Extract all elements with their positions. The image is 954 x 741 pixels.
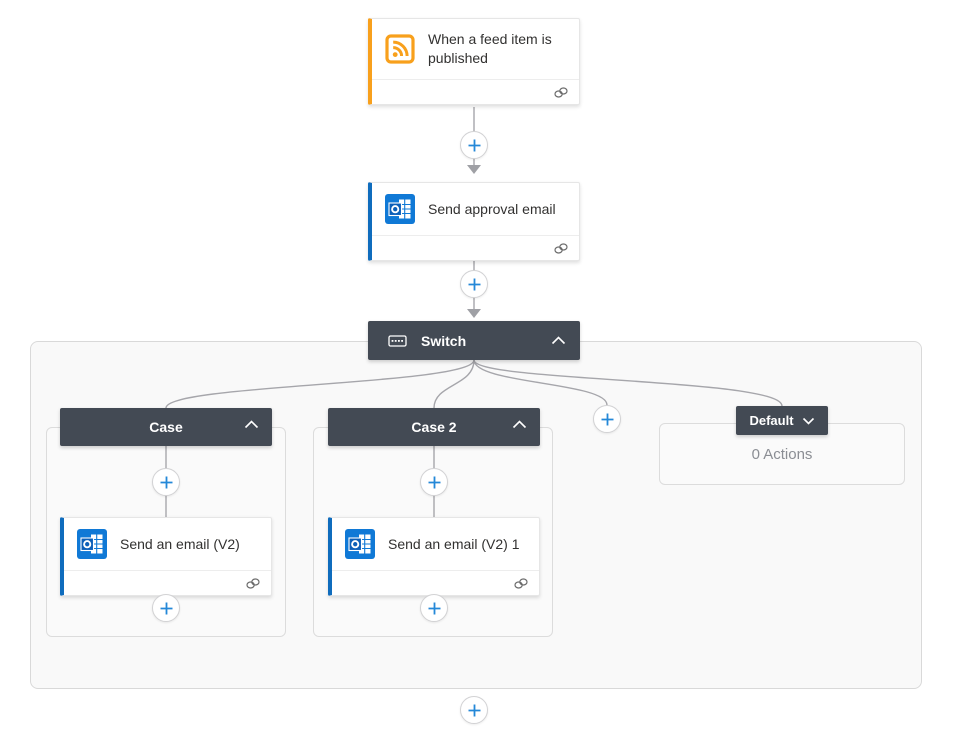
plus-icon [160, 476, 172, 488]
approval-title: Send approval email [428, 200, 556, 217]
insert-step-plus-after-trigger[interactable] [460, 131, 488, 159]
email-2-title: Send an email (V2) 1 [388, 535, 520, 552]
case-2-insert-step-plus[interactable] [420, 468, 448, 496]
chevron-up-icon[interactable] [512, 420, 527, 429]
action-card-send-approval-email[interactable]: Send approval email [368, 182, 580, 261]
plus-icon [160, 602, 172, 614]
email-1-card-main: Send an email (V2) [64, 518, 271, 570]
plus-icon [428, 602, 440, 614]
case-1-label: Case [149, 419, 183, 435]
plus-icon [468, 278, 480, 290]
email-1-card-footer [64, 570, 271, 595]
plus-icon [468, 704, 480, 716]
case-1-insert-step-plus[interactable] [152, 468, 180, 496]
action-card-send-an-email-v2[interactable]: Send an email (V2) [60, 517, 272, 596]
link-icon [554, 86, 568, 98]
switch-scope-header[interactable]: Switch [368, 321, 580, 360]
switch-icon [388, 334, 407, 347]
outlook-icon [77, 529, 107, 559]
link-icon [554, 242, 568, 254]
switch-label: Switch [421, 332, 467, 349]
case-2-label: Case 2 [411, 419, 457, 435]
approval-card-footer [372, 235, 579, 260]
add-step-bottom-plus[interactable] [460, 696, 488, 724]
default-actions-count: 0 Actions [751, 445, 813, 463]
link-icon [246, 577, 260, 589]
outlook-icon [345, 529, 375, 559]
approval-card-main: Send approval email [372, 183, 579, 235]
rss-icon [385, 34, 415, 64]
email-2-card-footer [332, 570, 539, 595]
default-label: Default [749, 413, 794, 428]
chevron-up-icon[interactable] [551, 336, 566, 345]
default-branch-container: 0 Actions [659, 423, 905, 485]
insert-step-plus-after-approval[interactable] [460, 270, 488, 298]
chevron-down-icon[interactable] [802, 417, 815, 425]
case-1-add-action-plus[interactable] [152, 594, 180, 622]
trigger-card-footer [372, 79, 579, 104]
trigger-title: When a feed item is published [428, 31, 552, 66]
link-icon [514, 577, 528, 589]
default-branch-header[interactable]: Default [736, 406, 828, 435]
plus-icon [428, 476, 440, 488]
trigger-card-when-feed-item-published[interactable]: When a feed item is published [368, 18, 580, 105]
outlook-icon [385, 194, 415, 224]
action-card-send-an-email-v2-1[interactable]: Send an email (V2) 1 [328, 517, 540, 596]
add-case-plus[interactable] [593, 405, 621, 433]
email-2-card-main: Send an email (V2) 1 [332, 518, 539, 570]
case-2-header[interactable]: Case 2 [328, 408, 540, 446]
email-1-title: Send an email (V2) [120, 535, 240, 552]
case-2-add-action-plus[interactable] [420, 594, 448, 622]
chevron-up-icon[interactable] [244, 420, 259, 429]
plus-icon [468, 139, 480, 151]
case-1-header[interactable]: Case [60, 408, 272, 446]
plus-icon [601, 413, 613, 425]
trigger-card-main: When a feed item is published [372, 19, 579, 79]
